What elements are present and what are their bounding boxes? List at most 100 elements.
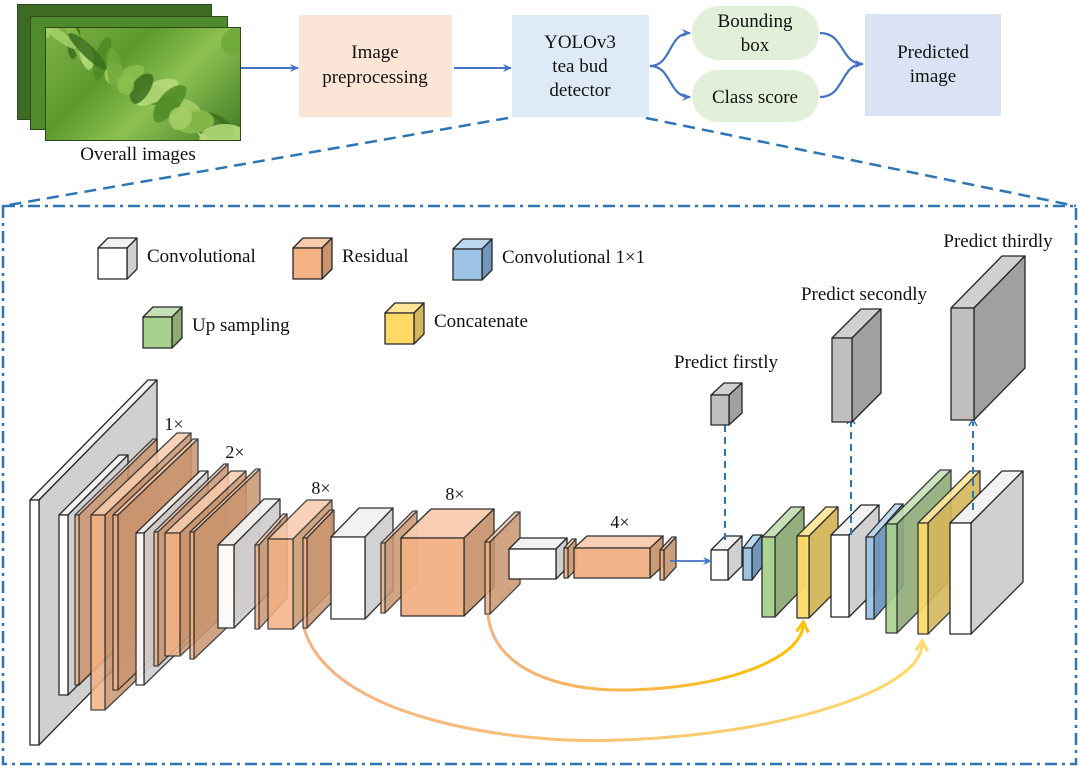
legend-swatch-residual-front — [292, 247, 323, 280]
network-block-22-residual — [659, 536, 677, 581]
pipeline-step-class: Class score — [692, 70, 819, 122]
legend-swatch-upsample — [142, 306, 183, 349]
input-caption: Overall images — [80, 144, 196, 165]
legend-swatch-concat-front — [384, 312, 415, 345]
predict-thirdly-output-front — [950, 307, 975, 421]
legend-swatch-upsample-front — [142, 316, 173, 349]
predicted-box — [865, 14, 1001, 116]
legend-swatch-residual — [292, 237, 333, 280]
network-block-27-conv-front — [830, 534, 850, 618]
legend-swatch-conv1x1-front — [452, 248, 483, 281]
legend-label-concat: Concatenate — [434, 311, 528, 332]
network-block-22-residual-front — [659, 549, 665, 581]
multiplier-label-1: 1× — [164, 414, 183, 434]
network-block-31-conv-front — [949, 522, 972, 635]
network-block-10-conv-front — [217, 544, 235, 629]
network-block-3-residual-front — [74, 514, 80, 686]
predicted-line-2: image — [910, 66, 956, 87]
network-block-17-residual — [400, 508, 495, 617]
network-block-18-residual — [484, 511, 521, 615]
multiplier-label-2: 2× — [225, 442, 244, 462]
zoom-line-left — [2, 116, 509, 208]
legend-item-conv: Convolutional — [97, 237, 256, 280]
legend-swatch-conv-front — [97, 247, 128, 280]
network-block-11-residual-front — [254, 544, 260, 630]
preprocess-line-1: Image — [351, 42, 398, 63]
network-block-17-residual-front — [400, 537, 465, 617]
pipeline-arrows — [241, 29, 864, 101]
network-block-31-conv — [949, 470, 1024, 635]
network-block-29-upsample-front — [885, 523, 898, 634]
network-block-21-residual-front — [573, 547, 651, 579]
network-block-4-residual-front — [90, 514, 106, 711]
pipeline-step-bbox: Bounding box — [692, 6, 819, 60]
network-block-5-residual-front — [112, 514, 119, 691]
network-block-12-residual-front — [267, 538, 294, 630]
predict-firstly-label: Predict firstly — [674, 352, 778, 373]
network-block-1-conv-front — [29, 499, 40, 746]
predict-thirdly-label: Predict thirdly — [943, 231, 1053, 252]
network-block-30-concat-front — [917, 522, 929, 635]
pipeline-step-preprocess: Image preprocessing — [299, 15, 452, 117]
network-block-9-residual-front — [189, 531, 195, 660]
legend-item-residual: Residual — [292, 237, 409, 280]
network-block-23-conv-front — [710, 549, 729, 581]
network-block-7-residual-front — [153, 531, 159, 667]
detector-line-3: detector — [549, 80, 611, 101]
zoom-line-right — [645, 116, 1077, 208]
prediction-outputs — [710, 255, 1026, 426]
network-block-26-concat-front — [796, 535, 810, 619]
network-block-19-conv — [508, 537, 568, 580]
legend-label-conv: Convolutional — [147, 246, 256, 267]
network-block-15-residual-front — [380, 542, 386, 614]
predict-thirdly-output — [950, 255, 1026, 421]
network-block-19-conv-front — [508, 548, 557, 580]
legend: Convolutional Residual Convolutional 1×1Up… — [97, 237, 645, 349]
bbox-line-1: Bounding — [718, 11, 793, 32]
network-block-13-residual-front — [302, 537, 308, 629]
legend-label-residual: Residual — [342, 246, 409, 267]
multiplier-label-4: 8× — [445, 484, 464, 504]
arrow-bbox-to-predicted — [819, 31, 864, 66]
class-line-1: Class score — [712, 87, 798, 108]
network-block-24-conv1x1 — [742, 534, 763, 581]
skip-connection-long — [302, 627, 922, 743]
legend-label-upsample: Up sampling — [192, 315, 290, 336]
network-block-25-upsample-front — [761, 536, 776, 618]
svg-text:Class score: Class score — [712, 87, 798, 108]
network-block-18-residual-front — [484, 541, 491, 615]
network-block-28-conv1x1-front — [865, 536, 875, 620]
preprocess-line-2: preprocessing — [322, 67, 428, 88]
multiplier-label-3: 8× — [311, 478, 330, 498]
bbox-box — [692, 6, 819, 60]
network-block-2-conv-front — [58, 514, 69, 696]
network-blocks — [29, 379, 1024, 746]
network-block-21-residual — [573, 535, 664, 579]
arrow-detector-to-bbox — [649, 29, 691, 68]
predict-firstly-output — [710, 382, 743, 426]
predict-secondly-output-front — [831, 337, 853, 423]
bbox-line-2: box — [741, 35, 770, 56]
predict-secondly-label: Predict secondly — [801, 284, 928, 305]
network-block-14-conv-front — [330, 536, 366, 620]
legend-item-concat: Concatenate — [384, 302, 528, 345]
predicted-line-1: Predicted — [897, 42, 969, 63]
predict-firstly-output-front — [710, 394, 730, 426]
legend-swatch-concat — [384, 302, 425, 345]
skip-connection-short — [486, 614, 803, 692]
pipeline-step-detector: YOLOv3 tea bud detector — [512, 15, 649, 117]
network-block-21-residual-top — [573, 535, 664, 549]
arrow-detector-to-class — [649, 64, 691, 101]
network-block-20-residual-front — [563, 547, 569, 579]
arrow-class-to-predicted — [819, 60, 864, 99]
detector-line-2: tea bud — [552, 56, 608, 77]
legend-item-upsample: Up sampling — [142, 306, 290, 349]
detector-line-1: YOLOv3 — [544, 32, 616, 53]
detector-box — [512, 15, 649, 117]
legend-label-conv1x1: Convolutional 1×1 — [502, 247, 645, 268]
